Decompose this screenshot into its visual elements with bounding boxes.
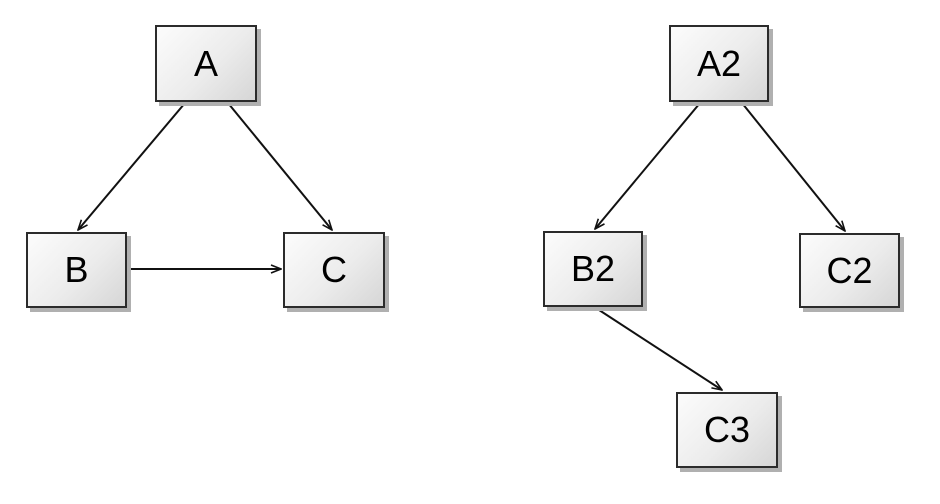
node-label: B2	[570, 248, 616, 289]
edge-a2-c2	[741, 102, 845, 231]
edge-a-c	[227, 102, 332, 230]
node-a2-box[interactable]: A2	[669, 25, 769, 102]
node-c2-box[interactable]: C2	[799, 233, 900, 308]
node-a-box[interactable]: A	[155, 25, 257, 102]
node-label: C3	[703, 409, 751, 450]
node-c-box[interactable]: C	[283, 232, 385, 308]
node-b-box[interactable]: B	[26, 232, 127, 308]
node-b2-box[interactable]: B2	[543, 231, 643, 307]
node-label: B	[64, 249, 89, 290]
node-label: C2	[826, 249, 873, 291]
node-c3-box[interactable]: C3	[676, 392, 778, 468]
edge-a2-b2	[595, 102, 701, 229]
edge-b2-c3	[595, 307, 722, 390]
node-label: C	[321, 249, 347, 290]
node-label: A2	[696, 42, 742, 84]
node-label: A	[193, 42, 218, 84]
edge-a-b	[78, 102, 186, 230]
